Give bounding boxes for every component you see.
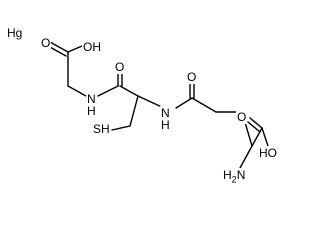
- thiol-label: SH: [92, 122, 111, 136]
- structure-drawing: [47, 41, 271, 169]
- bond-nh-to-carbonyl-right: [175, 97, 193, 109]
- mercury-label: Hg: [6, 26, 24, 40]
- carbonyl-oxygen-right-label: O: [186, 70, 198, 84]
- bond-alpha-to-ch2: [129, 95, 139, 127]
- amine-group-label: H2N: [222, 168, 247, 187]
- amine-subscript: 2: [231, 174, 237, 185]
- amine-nitrogen-label: N: [236, 168, 246, 182]
- bond-cooh-o-a: [249, 117, 263, 129]
- bond-cooh-o-b: [247, 121, 261, 133]
- bond-cooh-carbon-to-oh: [67, 45, 83, 53]
- amide-hydrogen-1-label: H: [86, 104, 97, 118]
- bond-alpha-to-cooh: [251, 127, 263, 147]
- bond-ch2-to-sh: [111, 125, 131, 131]
- carbonyl-oxygen-left-label: O: [40, 36, 52, 50]
- amide-nitrogen-2-label: N: [160, 106, 171, 120]
- amide-nitrogen-1-label: N: [86, 92, 97, 106]
- amide-hydrogen-2-label: H: [160, 118, 171, 132]
- amine-hydrogen-label: H: [223, 168, 232, 182]
- hydroxyl-label-left: OH: [82, 40, 102, 54]
- carbonyl-oxygen-mid-label: O: [114, 60, 126, 74]
- bond-carbonyl-to-alpha: [119, 85, 139, 97]
- bond-alpha-to-nh2: [239, 145, 253, 169]
- bond-cooh-carbonyl-a: [49, 41, 69, 53]
- bond-alpha-to-nh: [137, 95, 165, 109]
- bond-chain-1: [191, 97, 217, 113]
- carboxyl-oxygen-label: O: [236, 110, 248, 124]
- bond-ch2-to-nh: [67, 85, 87, 97]
- carboxyl-hydroxyl-label: HO: [258, 146, 278, 160]
- bond-nh-to-carbonyl: [97, 85, 119, 97]
- molecule-canvas: Hg OH O N H O SH N H O O HO H2N: [6, 26, 278, 187]
